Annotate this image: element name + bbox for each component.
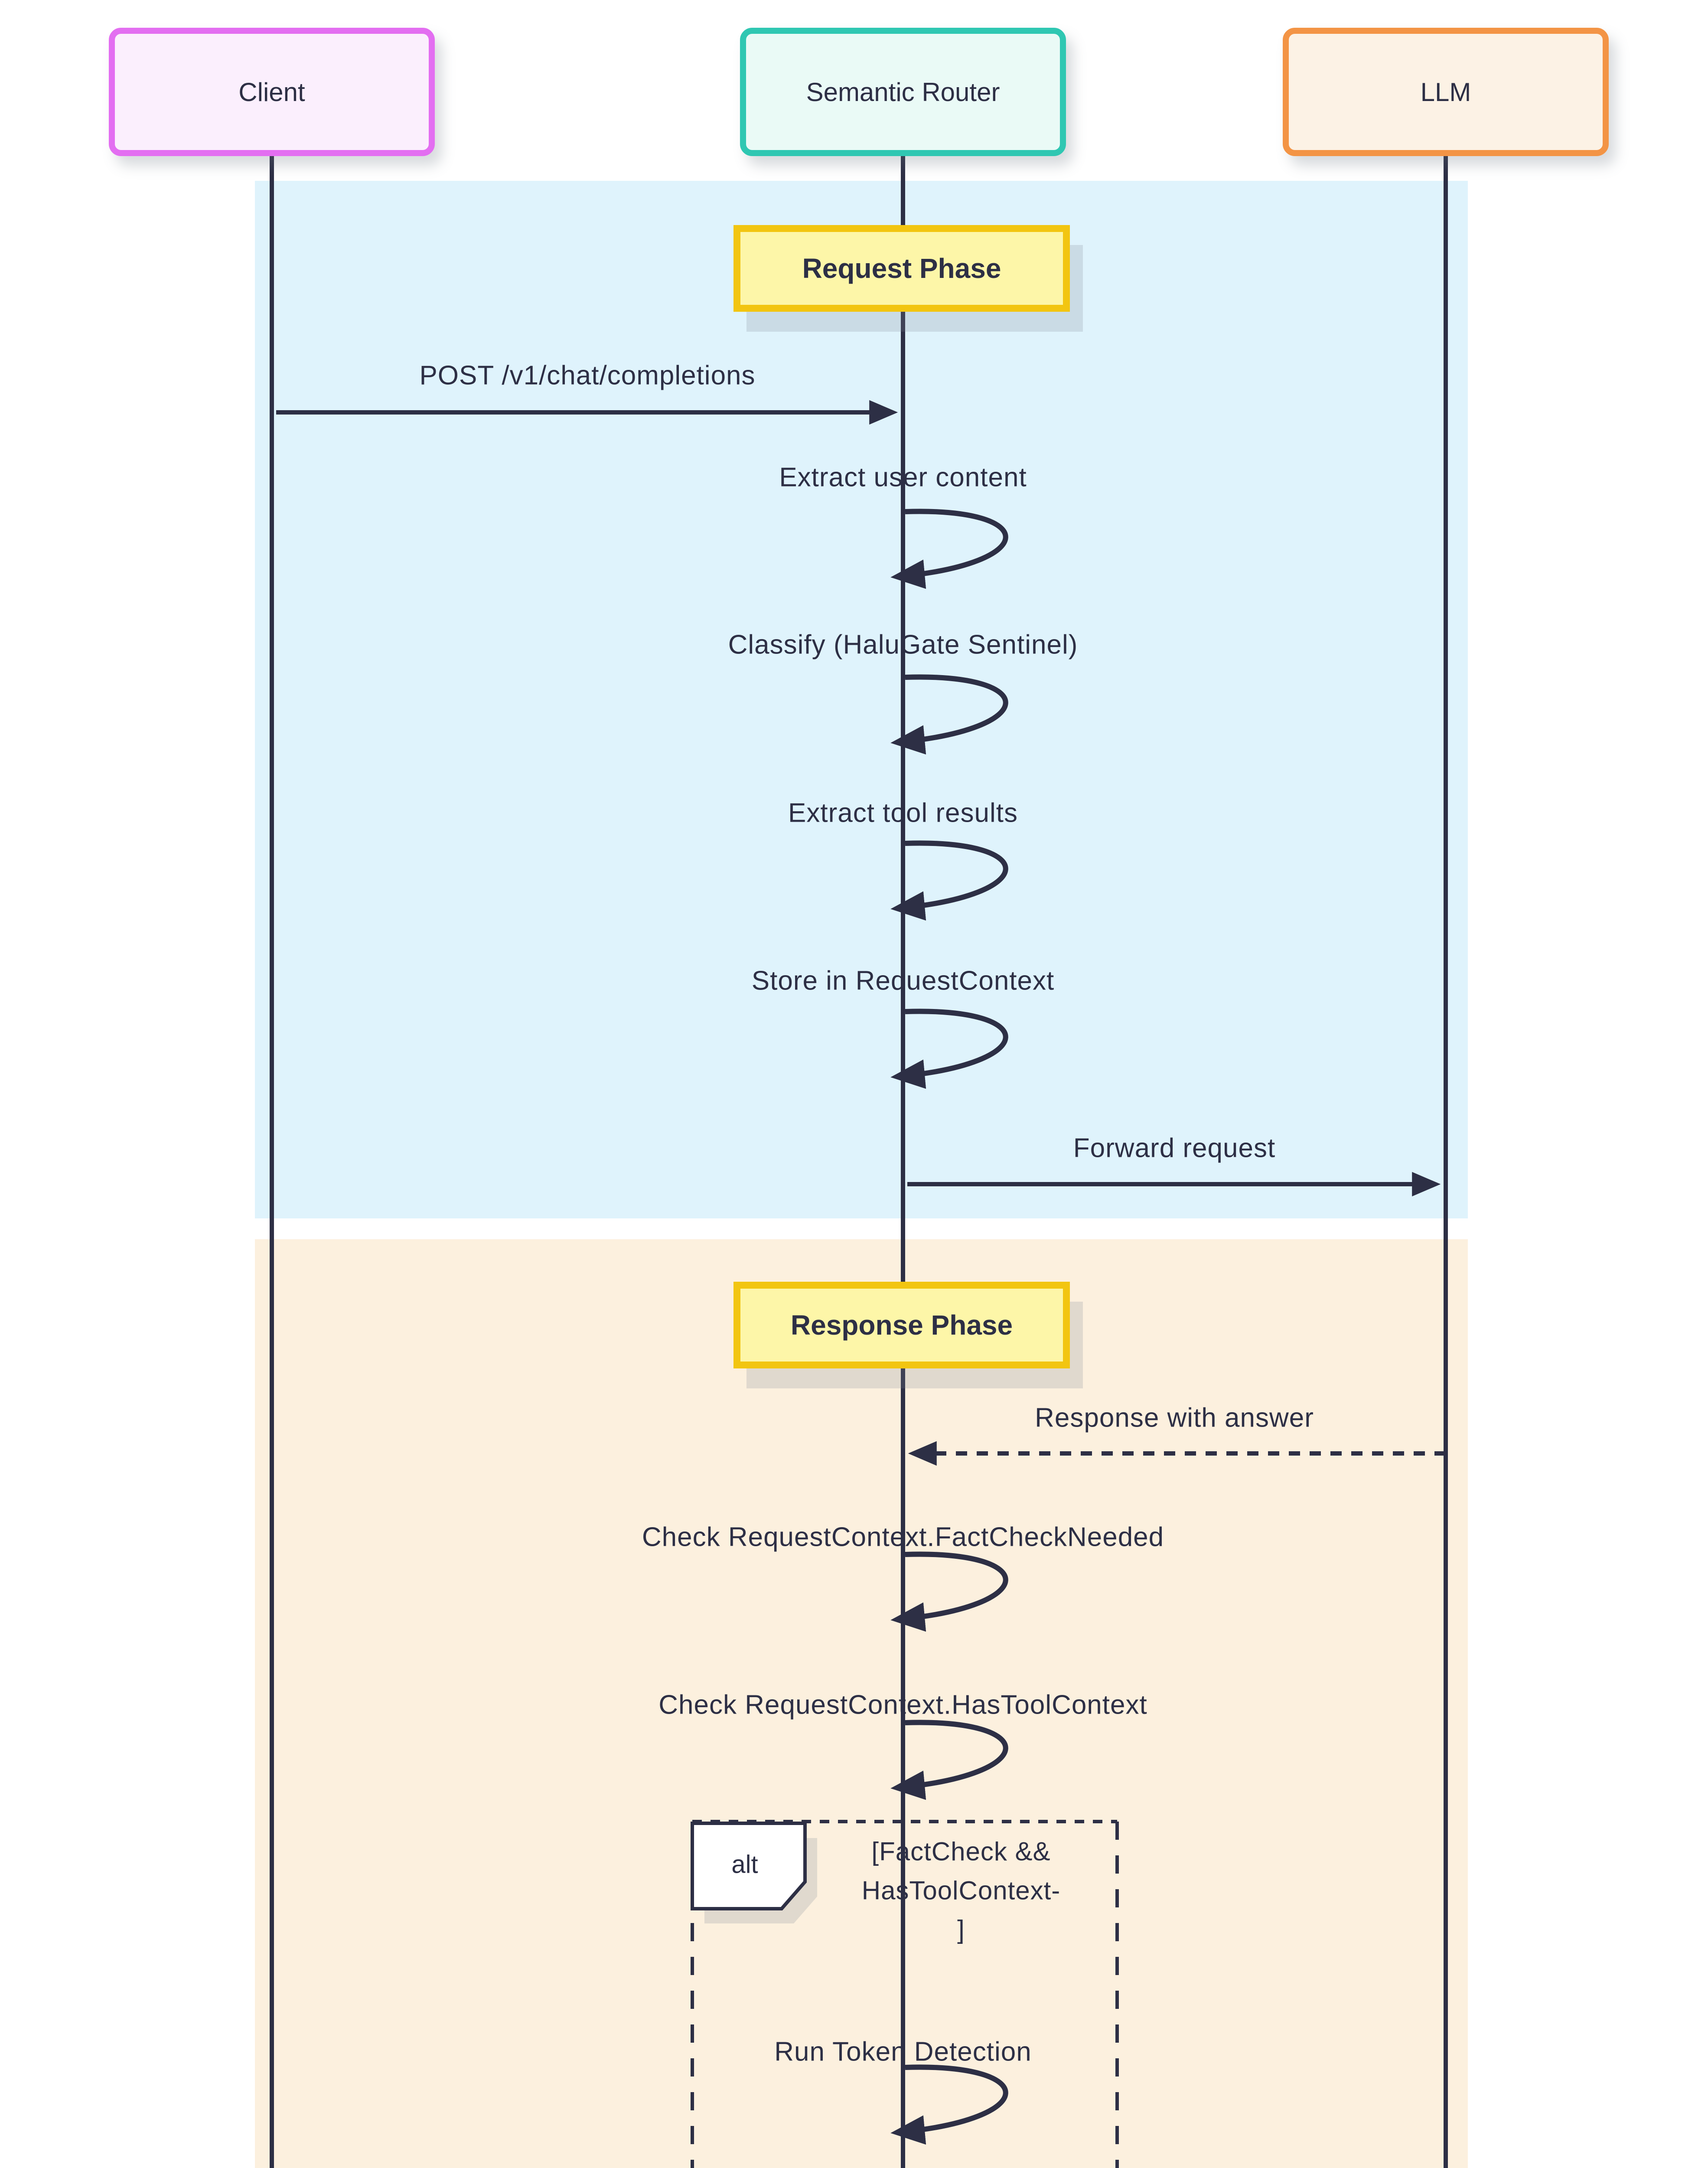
message-text: Forward request	[1073, 1133, 1276, 1163]
self-loop-store-context	[890, 1009, 1008, 1089]
message-arrows	[276, 400, 1446, 1466]
request-phase-band	[255, 181, 1468, 1218]
message-text: Run Token Detection	[774, 2037, 1032, 2067]
message-text: Classify (HaluGate Sentinel)	[728, 630, 1078, 660]
participant-router-top: Semantic Router	[740, 28, 1066, 156]
self-loops	[890, 509, 1008, 2145]
alt-label: alt	[731, 1850, 758, 1879]
request-phase-label-text: Request Phase	[802, 253, 1001, 284]
request-phase-label: Request Phase	[733, 225, 1070, 312]
alt-condition-line: HasToolContext-	[861, 1876, 1061, 1905]
alt-label-box	[691, 1822, 807, 1910]
message-text: Extract user content	[779, 462, 1027, 493]
message-text: Check RequestContext.FactCheckNeeded	[642, 1522, 1164, 1552]
message-text: Check RequestContext.HasToolContext	[658, 1690, 1147, 1720]
self-loop-token-detection	[890, 2064, 1008, 2145]
response-phase-band	[255, 1239, 1468, 2168]
message-text: POST /v1/chat/completions	[419, 360, 756, 391]
message-text: Response with answer	[1035, 1403, 1314, 1433]
alt-condition-line: [FactCheck &&	[871, 1837, 1051, 1866]
self-loop-check-toolcontext	[890, 1720, 1008, 1800]
self-loop-classify	[890, 674, 1008, 755]
participant-client-top: Client	[109, 28, 435, 156]
response-phase-label-text: Response Phase	[790, 1309, 1013, 1341]
participant-label: Semantic Router	[806, 77, 1000, 107]
self-loop-check-factcheck	[890, 1551, 1008, 1632]
self-loop-extract-user-content	[890, 509, 1008, 589]
participant-label: LLM	[1420, 77, 1471, 107]
participant-label: Client	[238, 77, 305, 107]
self-loop-extract-tool-results	[890, 840, 1008, 921]
message-text: Store in RequestContext	[751, 966, 1055, 996]
message-text: Extract tool results	[788, 798, 1018, 828]
participant-llm-top: LLM	[1283, 28, 1609, 156]
alt-frame	[691, 1820, 1119, 2168]
response-phase-label: Response Phase	[733, 1282, 1070, 1368]
alt-condition-line: ]	[957, 1915, 965, 1944]
